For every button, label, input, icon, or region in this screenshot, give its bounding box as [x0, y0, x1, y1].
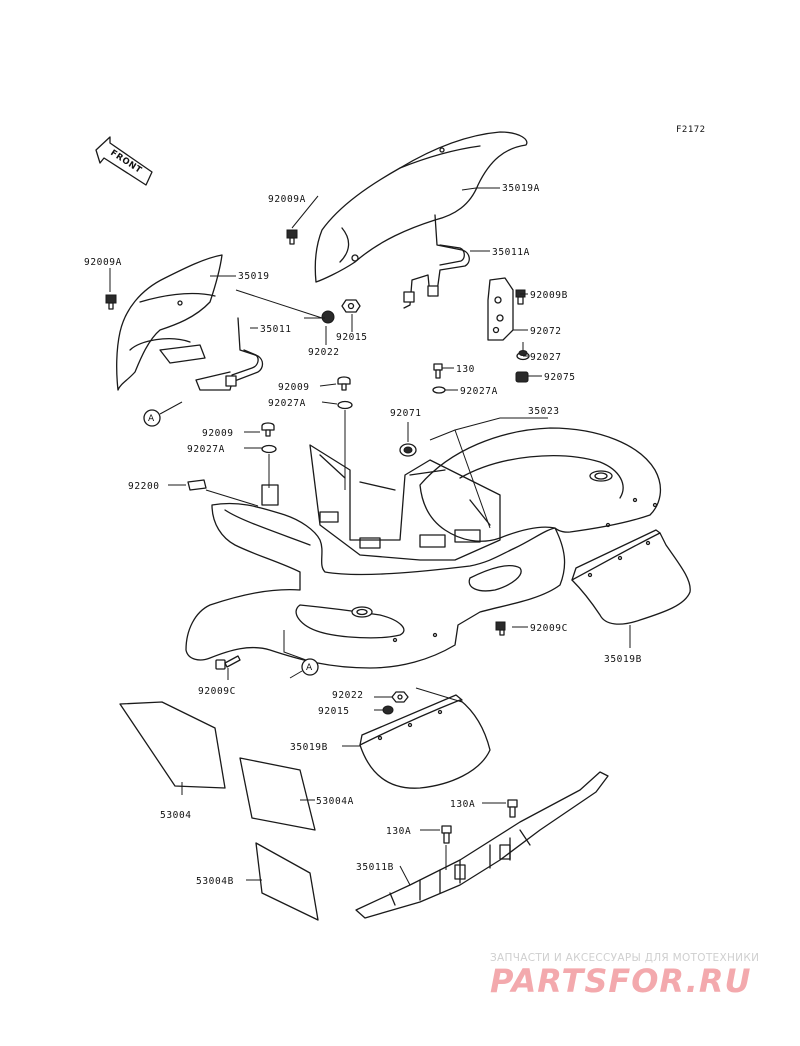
label-92009A-top: 92009A	[268, 194, 306, 205]
bolt-92009B-icon	[515, 289, 526, 305]
grommet-92200-icon	[187, 479, 207, 491]
bolt-92009A-left-icon	[105, 294, 117, 310]
label-92009B: 92009B	[530, 290, 568, 301]
label-35011B: 35011B	[356, 862, 394, 873]
washer-92027A-right-icon	[432, 386, 446, 394]
label-92075: 92075	[544, 372, 576, 383]
label-130A-left: 130A	[386, 826, 411, 837]
label-53004B: 53004B	[196, 876, 234, 887]
nut-92015-top-icon	[341, 299, 361, 313]
grommet-92071-icon	[399, 443, 417, 457]
leader-lines	[109, 187, 631, 886]
label-92022-top: 92022	[308, 347, 340, 358]
side-panel-35019	[116, 254, 223, 391]
bolt-92009-mid-icon	[261, 422, 275, 437]
label-53004A: 53004A	[316, 796, 354, 807]
bolt-130A-right-icon	[507, 799, 518, 818]
label-53004: 53004	[160, 810, 192, 821]
label-35011: 35011	[260, 324, 292, 335]
bolt-92009-top-icon	[337, 376, 351, 391]
label-35019B-right: 35019B	[604, 654, 642, 665]
label-92200: 92200	[128, 481, 160, 492]
svg-text:A: A	[148, 414, 155, 424]
reference-mark-left: A	[143, 401, 183, 427]
washer-92027A-top-icon	[337, 400, 353, 410]
watermark-logo: PARTSFOR.RU	[490, 962, 751, 1000]
label-92009A-left: 92009A	[84, 257, 122, 268]
bracket-35011	[159, 317, 264, 391]
label-92022-bottom: 92022	[332, 690, 364, 701]
nut-92015-bottom-icon	[382, 705, 394, 715]
label-92027A-right: 92027A	[460, 386, 498, 397]
nut-92022-top-icon	[321, 310, 335, 324]
front-arrow-icon: FRONT	[95, 136, 153, 186]
mudflap-35019B-right	[571, 529, 691, 625]
label-92072: 92072	[530, 326, 562, 337]
decal-53004A	[239, 757, 316, 831]
washer-92027A-mid-icon	[261, 444, 277, 454]
grommet-92075-icon	[515, 371, 529, 383]
label-35019B-left: 35019B	[290, 742, 328, 753]
label-92015-bottom: 92015	[318, 706, 350, 717]
svg-text:A: A	[306, 663, 313, 673]
label-130: 130	[456, 364, 475, 375]
label-92009-mid: 92009	[202, 428, 234, 439]
bolt-92009C-left-icon	[215, 655, 241, 670]
bracket-92072	[487, 277, 514, 341]
decal-53004B	[255, 842, 319, 921]
watermark-subtitle: ЗАПЧАСТИ И АКСЕССУАРЫ ДЛЯ МОТОТЕХНИКИ	[490, 952, 759, 964]
label-92015-top: 92015	[336, 332, 368, 343]
label-92009-top: 92009	[278, 382, 310, 393]
label-35011A: 35011A	[492, 247, 530, 258]
label-92027: 92027	[530, 352, 562, 363]
label-92027A-mid: 92027A	[187, 444, 225, 455]
bolt-92009C-right-icon	[495, 621, 506, 636]
watermark: ЗАПЧАСТИ И АКСЕССУАРЫ ДЛЯ МОТОТЕХНИКИ PA…	[490, 952, 759, 1000]
figure-code: F2172	[676, 125, 706, 135]
label-92009C-right: 92009C	[530, 623, 568, 634]
label-92027A-top: 92027A	[268, 398, 306, 409]
reference-mark-bottom: A	[289, 658, 319, 679]
mudflap-35019B-left	[359, 694, 491, 789]
bolt-130-icon	[433, 363, 443, 379]
label-35019: 35019	[238, 271, 270, 282]
decal-53004	[119, 701, 226, 789]
label-92009C-left: 92009C	[198, 686, 236, 697]
stay-35011B	[355, 771, 609, 919]
bracket-35011A	[403, 214, 470, 309]
label-130A-right: 130A	[450, 799, 475, 810]
side-panel-35019A	[314, 131, 528, 283]
part-labels: 35019A 92009A 35011A 92009A 35019 35011 …	[84, 183, 642, 887]
nut-92022-bottom-icon	[391, 691, 409, 703]
bolt-130A-left-icon	[441, 825, 452, 844]
label-35023: 35023	[528, 406, 560, 417]
bolt-92009A-top-icon	[286, 229, 298, 245]
label-92071: 92071	[390, 408, 422, 419]
rear-body-35023	[185, 427, 662, 669]
label-35019A: 35019A	[502, 183, 540, 194]
nut-92027-icon	[516, 350, 530, 361]
